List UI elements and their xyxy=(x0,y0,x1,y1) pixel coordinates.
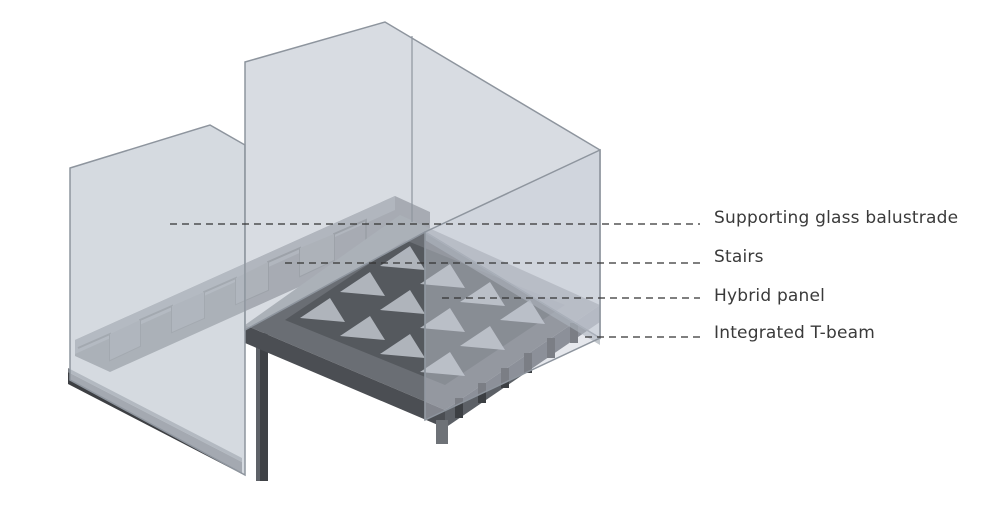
leader-lines xyxy=(170,223,700,338)
label-integrated-t-beam: Integrated T-beam xyxy=(714,323,876,343)
left-glass-balustrade xyxy=(69,124,246,477)
label-supporting-glass-balustrade: Supporting glass balustrade xyxy=(714,208,959,228)
label-stairs: Stairs xyxy=(714,247,764,267)
front-glass-panel xyxy=(424,148,601,422)
support-post xyxy=(256,333,268,481)
lattice-openings xyxy=(300,246,545,376)
back-glass-balustrade xyxy=(244,21,601,420)
label-hybrid-panel: Hybrid panel xyxy=(714,286,826,306)
